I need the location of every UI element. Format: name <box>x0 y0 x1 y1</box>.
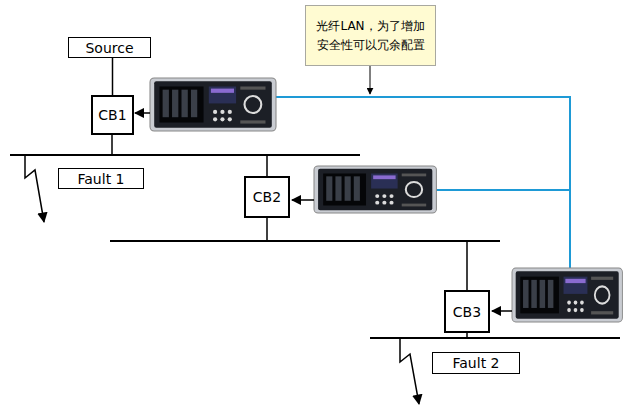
breaker-lead <box>266 155 268 176</box>
fiber-lan <box>275 97 570 268</box>
breaker-box: CB2 <box>244 176 290 218</box>
node-text: CB3 <box>453 304 481 320</box>
fiber-lan <box>436 189 570 191</box>
connector-line <box>112 58 114 95</box>
fault-label: Fault 2 <box>432 352 520 374</box>
bus-bar <box>370 337 620 339</box>
relay-device <box>512 268 622 322</box>
node-text: Fault 1 <box>78 171 125 187</box>
fault-symbol <box>400 338 419 404</box>
bus-bar <box>10 154 360 156</box>
node-text: CB1 <box>98 107 126 123</box>
breaker-lead <box>466 333 468 338</box>
node-text: CB2 <box>253 189 281 205</box>
source-box: Source <box>68 37 151 58</box>
trip-arrow <box>135 112 150 114</box>
node-text: 光纤LAN，为了增加安全性可以冗余配置 <box>312 17 429 55</box>
breaker-lead <box>266 218 268 241</box>
node-text: Fault 2 <box>453 355 500 371</box>
trip-arrow <box>292 199 314 201</box>
node-text: Source <box>85 40 133 56</box>
breaker-lead <box>466 241 468 290</box>
callout-pointer <box>370 66 371 94</box>
fault-symbol <box>25 155 44 222</box>
trip-arrow <box>492 310 512 312</box>
breaker-box: CB1 <box>91 95 134 135</box>
relay-device <box>150 78 276 131</box>
breaker-box: CB3 <box>444 290 490 333</box>
fault-label: Fault 1 <box>58 168 144 189</box>
bus-bar <box>110 240 500 242</box>
callout-note: 光纤LAN，为了增加安全性可以冗余配置 <box>305 5 436 66</box>
breaker-lead <box>111 135 113 155</box>
relay-device <box>314 166 436 213</box>
